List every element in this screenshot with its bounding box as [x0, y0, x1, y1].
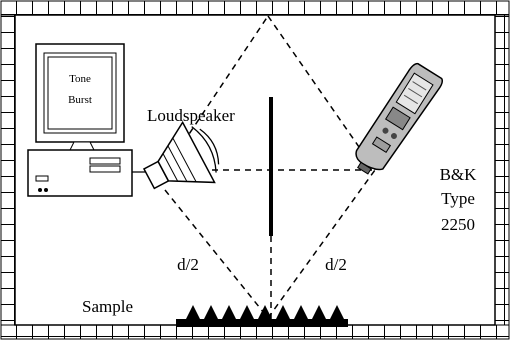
loudspeaker-icon: [142, 120, 220, 190]
path-top-to-meter: [267, 15, 376, 171]
distance-label-left: d/2: [177, 255, 199, 274]
path-sample-to-meter: [267, 169, 376, 319]
distance-label-right: d/2: [325, 255, 347, 274]
path-speaker-to-top: [164, 15, 269, 171]
meter-label-line1: B&K: [440, 165, 478, 184]
screen-label-line1: Tone: [69, 73, 91, 85]
meter-label-line3: 2250: [441, 215, 475, 234]
sample-label: Sample: [82, 297, 133, 316]
loudspeaker-label: Loudspeaker: [147, 106, 235, 125]
sound-paths: [164, 15, 376, 319]
path-speaker-to-sample: [164, 189, 269, 319]
sample-absorber: [176, 305, 348, 327]
computer-icon: [27, 43, 150, 197]
screen-label-line2: Burst: [68, 94, 92, 106]
sound-level-meter-icon: [355, 62, 444, 175]
meter-label-line2: Type: [441, 189, 475, 208]
